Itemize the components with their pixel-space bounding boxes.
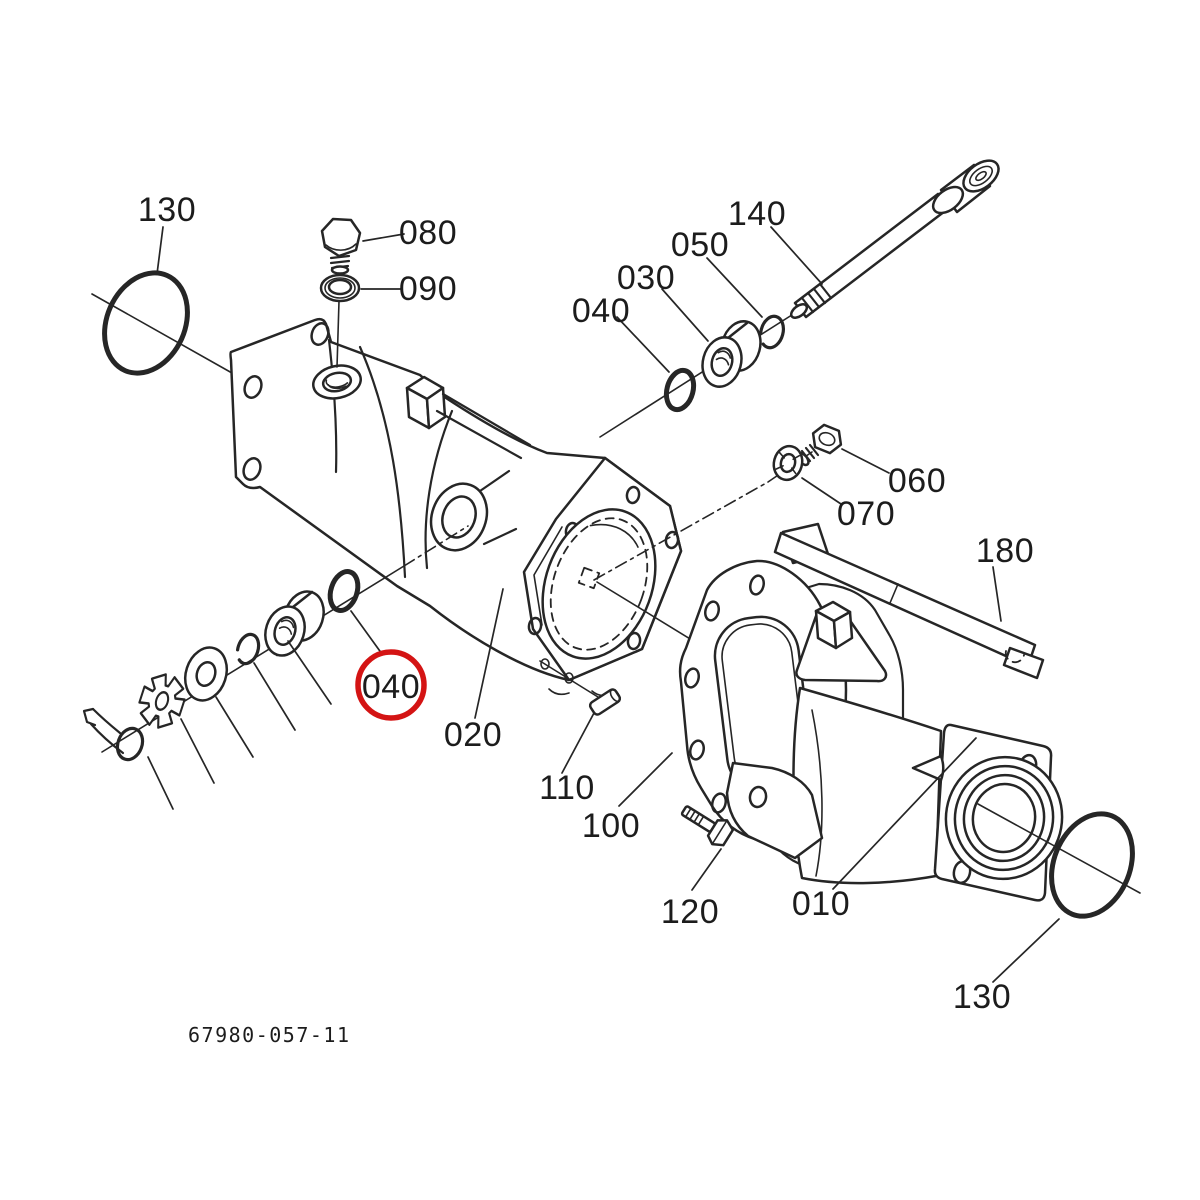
leader-050-left [253, 662, 296, 731]
part-label-020: 020 [444, 716, 502, 754]
housing-020 [229, 317, 683, 697]
part-label-010: 010 [792, 885, 850, 923]
leader-030-left [287, 640, 332, 705]
part-label-140: 140 [728, 195, 786, 233]
bearing-bore-010 [944, 755, 1064, 881]
washer-150 [183, 646, 229, 702]
dowel-pin-110 [588, 688, 622, 716]
leader-150 [215, 696, 254, 758]
leader-180 [992, 566, 1002, 622]
bolt-120 [680, 805, 735, 847]
part-label-080: 080 [399, 214, 457, 252]
shaft-140 [789, 159, 1000, 319]
oring-130-bottom-right [1049, 811, 1135, 919]
drawing-layer [82, 159, 1141, 983]
part-label-130-bottom-right: 130 [953, 978, 1011, 1016]
leader-160 [180, 718, 215, 784]
part-label-090: 090 [399, 270, 457, 308]
hex-face-020 [522, 456, 683, 697]
part-label-060: 060 [888, 462, 946, 500]
leader-lines [147, 226, 1060, 983]
bearing-030-top [701, 320, 762, 388]
part-labels: 130 080 090 040 030 050 140 060 070 180 … [138, 191, 1034, 1016]
filler-plug-boss [312, 364, 362, 400]
lever-arm [435, 392, 532, 460]
leader-100 [618, 752, 673, 807]
leader-130-bottom-right [992, 918, 1060, 983]
oring-040-top [663, 367, 697, 413]
side-tab [911, 754, 945, 782]
leader-040-left [350, 610, 383, 655]
oring-130-top-left [102, 270, 190, 376]
part-label-070: 070 [837, 495, 895, 533]
washer-070 [772, 444, 804, 482]
output-boss [429, 469, 518, 552]
leader-050-top [706, 257, 763, 318]
lever-bar-180 [773, 531, 1045, 680]
leader-110 [561, 712, 595, 774]
part-label-040-left-highlighted: 040 [362, 668, 420, 706]
castle-nut-160 [138, 673, 186, 729]
flange-hole [242, 457, 262, 481]
oring-040-left [327, 569, 361, 613]
leader-130-top-left [156, 226, 164, 275]
snap-ring-050-left [235, 632, 261, 666]
bolt-080 [320, 217, 362, 275]
part-label-130-top-left: 130 [138, 191, 196, 229]
part-label-110: 110 [539, 769, 595, 807]
part-label-050-top: 050 [671, 226, 729, 264]
leader-060 [841, 448, 890, 474]
leader-170 [147, 756, 174, 810]
centerline-top-left-oring [91, 293, 233, 374]
part-label-120: 120 [661, 893, 719, 931]
leader-020 [474, 588, 504, 719]
leader-070 [801, 477, 842, 505]
leader-010 [832, 737, 977, 890]
part-label-100: 100 [582, 807, 640, 845]
leader-120 [691, 848, 722, 891]
mount-foot [725, 761, 824, 860]
drawing-number: 67980-057-11 [188, 1023, 351, 1047]
leader-080 [362, 233, 405, 242]
flange-hole [243, 375, 263, 399]
washer-090 [319, 273, 361, 303]
part-label-180: 180 [976, 532, 1034, 570]
leader-140 [770, 226, 823, 285]
leader-030-top [661, 288, 709, 342]
bearing-030-left [264, 590, 325, 657]
part-label-030-top: 030 [617, 259, 675, 297]
part-label-040-top: 040 [572, 292, 630, 330]
snap-ring-050-top [758, 314, 786, 350]
cotter-pin-170 [82, 707, 145, 762]
flange-hole [310, 322, 330, 346]
highlight-circle-040 [355, 649, 427, 721]
leader-040-top [616, 316, 670, 373]
